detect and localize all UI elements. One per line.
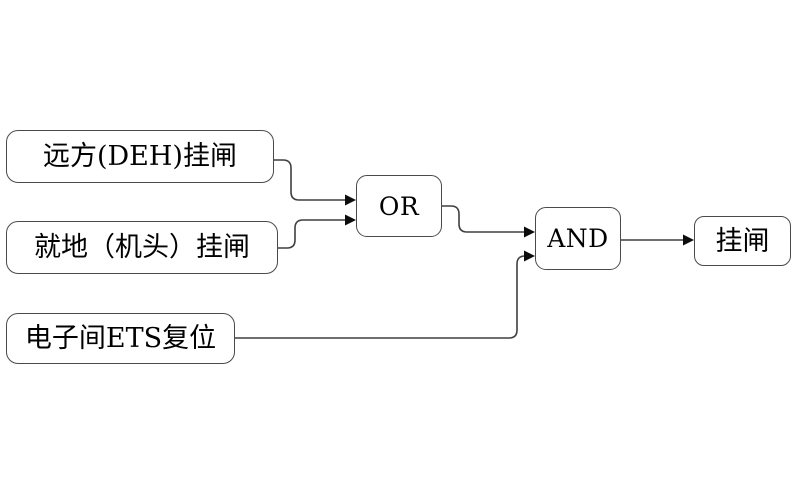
- gate-or[interactable]: OR: [356, 175, 442, 237]
- arrowhead-and-input-2: [524, 250, 535, 262]
- wire-ets-to-and: [235, 255, 526, 339]
- arrowhead-output: [683, 234, 694, 246]
- input-box-remote-deh-trip[interactable]: 远方(DEH)挂闸: [6, 130, 274, 183]
- input-box-ets-room-reset[interactable]: 电子间ETS复位: [6, 313, 235, 364]
- wire-remote-to-or: [274, 159, 345, 201]
- input-box-local-machine-head-trip[interactable]: 就地（机头）挂闸: [6, 221, 278, 274]
- arrowhead-or-input-1: [345, 194, 356, 206]
- arrowhead-and-input-1: [524, 226, 535, 238]
- arrowhead-or-input-2: [345, 214, 356, 226]
- wire-or-to-and: [442, 205, 524, 233]
- wire-local-to-or: [278, 219, 345, 249]
- gate-and[interactable]: AND: [535, 207, 621, 270]
- output-box-trip[interactable]: 挂闸: [694, 216, 791, 266]
